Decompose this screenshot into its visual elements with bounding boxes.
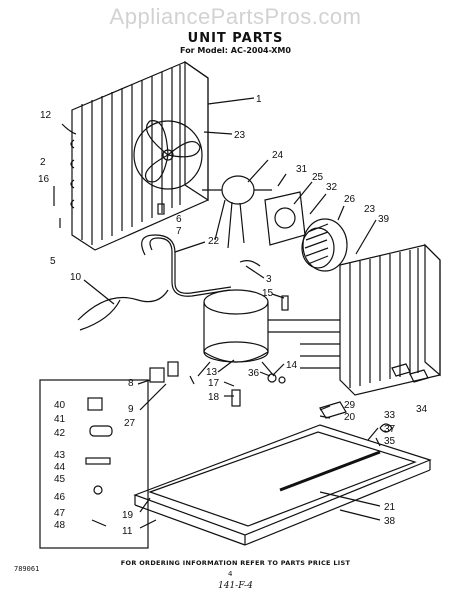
part-6: [157, 203, 165, 215]
page-title: UNIT PARTS: [187, 31, 284, 46]
callout-29: 29: [344, 400, 356, 411]
callout-26: 26: [344, 194, 356, 205]
callout-40: 40: [54, 400, 66, 411]
inset-part-40: [87, 397, 103, 411]
diagram-drawing: [39, 60, 441, 549]
callout-42: 42: [54, 428, 66, 439]
callout-7: 7: [176, 226, 182, 237]
condenser-coil: [70, 60, 209, 251]
footer-note: FOR ORDERING INFORMATION REFER TO PARTS …: [120, 559, 351, 567]
blower-wheel: [301, 218, 348, 272]
callout-31: 31: [296, 164, 308, 175]
callout-14: 14: [286, 360, 298, 371]
callout-17: 17: [208, 378, 220, 389]
part-14: [278, 376, 286, 384]
callout-13: 13: [206, 367, 218, 378]
callout-27: 27: [124, 418, 136, 429]
callout-48: 48: [54, 520, 66, 531]
inset-part-44: [85, 457, 111, 465]
part-3: [239, 260, 261, 267]
part-8: [149, 367, 165, 383]
callout-46: 46: [54, 492, 66, 503]
callout-20: 20: [344, 412, 356, 423]
callout-23: 23: [234, 130, 246, 141]
part-15: [281, 295, 289, 311]
compressor: [197, 289, 300, 377]
callout-15: 15: [262, 288, 274, 299]
model-label: For Model: AC-2004-XM0: [180, 46, 291, 55]
document-code: 789061: [14, 565, 40, 573]
callout-33: 33: [384, 410, 396, 421]
callout-6: 6: [176, 214, 182, 225]
callout-19: 19: [122, 510, 134, 521]
callout-3: 3: [266, 274, 272, 285]
callout-16: 16: [38, 174, 50, 185]
part-17-18: [231, 389, 241, 407]
callout-10: 10: [70, 272, 82, 283]
callout-22: 22: [208, 236, 220, 247]
callout-5: 5: [50, 256, 56, 267]
part-36: [267, 373, 277, 383]
handwritten-note: 141-F-4: [218, 581, 253, 591]
callout-34: 34: [416, 404, 428, 415]
callout-21: 21: [384, 502, 396, 513]
callout-36: 36: [248, 368, 260, 379]
callout-44: 44: [54, 462, 66, 473]
base-pan: [133, 424, 432, 546]
inset-part-46: [93, 485, 103, 495]
callout-32: 32: [326, 182, 338, 193]
watermark: AppliancePartsPros.com: [109, 4, 362, 29]
callout-9: 9: [128, 404, 134, 415]
refrigerant-tubing-2: [149, 237, 231, 297]
page-number: 4: [228, 570, 233, 578]
callout-24: 24: [272, 150, 284, 161]
inset-part-42: [89, 425, 113, 437]
callout-45: 45: [54, 474, 66, 485]
refrigerant-tubing: [141, 234, 232, 294]
part-29-bracket: [319, 401, 347, 419]
callout-35: 35: [384, 436, 396, 447]
fan-blade: [133, 120, 203, 190]
inset-part-48: [91, 519, 107, 527]
callout-8: 8: [128, 378, 134, 389]
callout-labels: 1 2 3 5 6 7 8 9 10 11 12 13 14 15 16 17 …: [38, 94, 428, 537]
callout-38: 38: [384, 516, 396, 527]
callout-43: 43: [54, 450, 66, 461]
callout-1: 1: [256, 94, 262, 105]
callout-47: 47: [54, 508, 66, 519]
wire-harness: [77, 289, 169, 331]
evaporator-coil: [300, 243, 441, 396]
callout-41: 41: [54, 414, 66, 425]
callout-39: 39: [378, 214, 390, 225]
callout-18: 18: [208, 392, 220, 403]
part-35: [379, 423, 393, 433]
part-9: [167, 361, 179, 377]
callout-12: 12: [40, 110, 52, 121]
control-inset-box: [39, 379, 149, 549]
part-34: [409, 369, 429, 383]
callout-37: 37: [384, 424, 396, 435]
part-33: [391, 363, 411, 377]
callout-11: 11: [122, 526, 133, 537]
callout-2: 2: [40, 157, 46, 168]
callout-23b: 23: [364, 204, 376, 215]
callout-25: 25: [312, 172, 324, 183]
